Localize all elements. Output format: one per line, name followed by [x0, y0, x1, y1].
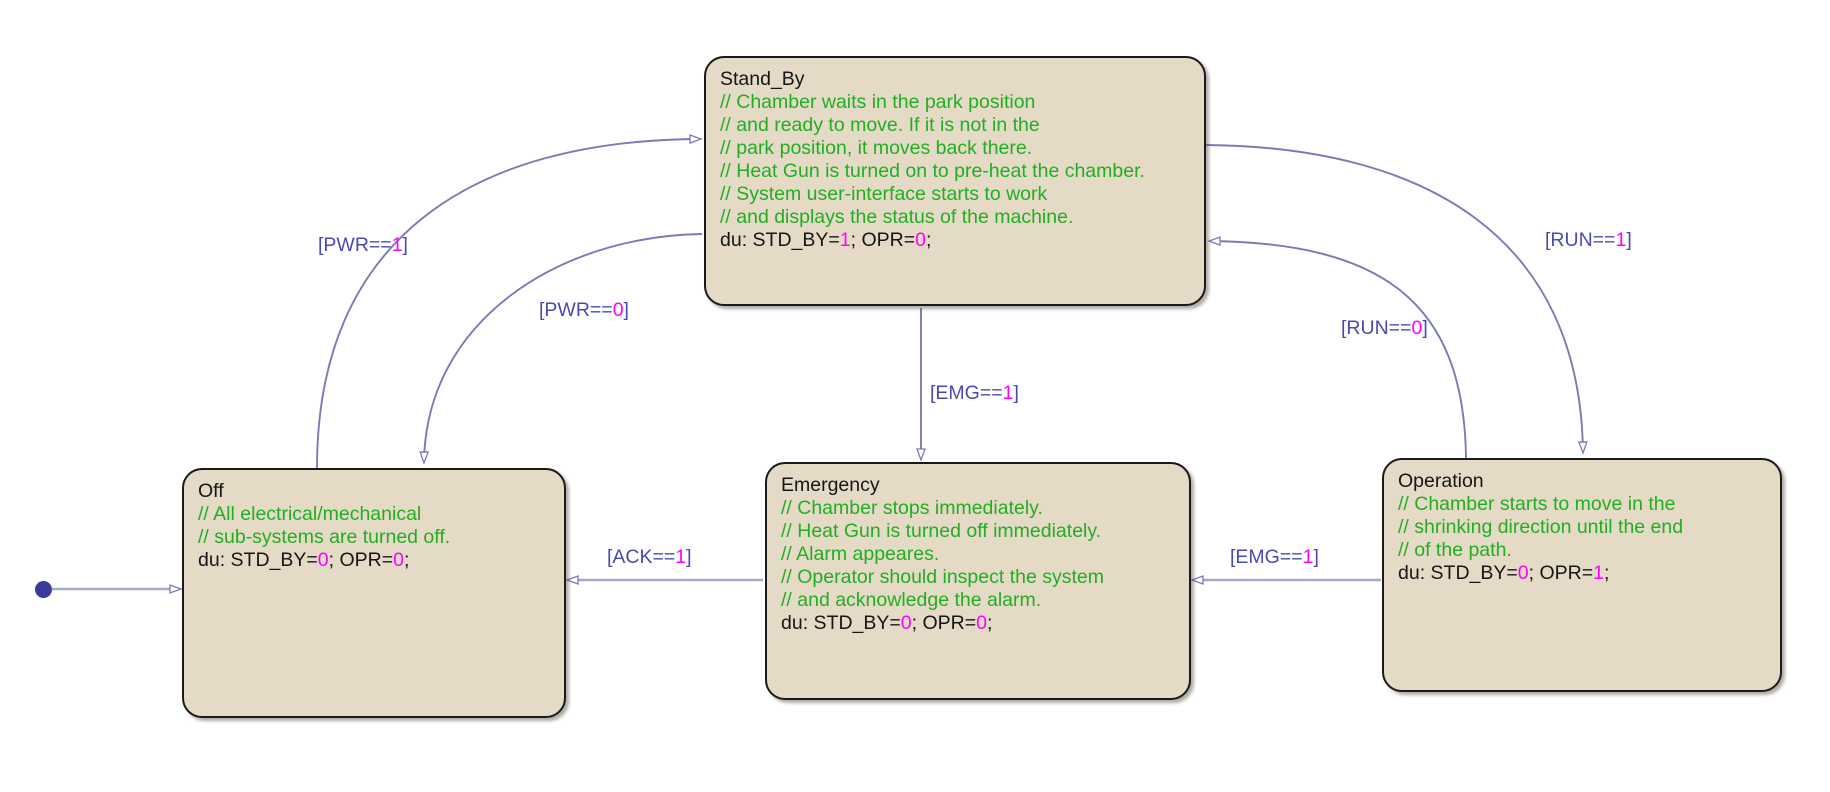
state-operation-comment-2: // of the path. [1398, 539, 1512, 561]
state-emergency[interactable]: Emergency // Chamber stops immediately. … [765, 462, 1191, 700]
action-prefix: du: STD_BY= [781, 612, 901, 634]
state-off[interactable]: Off // All electrical/mechanical // sub-… [182, 468, 566, 718]
state-off-comment-0: // All electrical/mechanical [198, 503, 422, 525]
transition-label-emg-eq-1-standby[interactable]: [EMG==1] [930, 382, 1019, 404]
label-open: [PWR== [539, 299, 613, 321]
state-stand-by-comment-4: // System user-interface starts to work [720, 183, 1048, 205]
state-off-comment-1: // sub-systems are turned off. [198, 526, 451, 548]
state-emergency-comment-1: // Heat Gun is turned off immediately. [781, 520, 1102, 542]
state-emergency-name: Emergency [781, 474, 880, 496]
state-operation-action: du: STD_BY=0; OPR=1; [1398, 562, 1780, 585]
label-value: 0 [612, 299, 624, 321]
label-open: [PWR== [318, 234, 392, 256]
state-stand-by-comment-3: // Heat Gun is turned on to pre-heat the… [720, 160, 1145, 182]
action-value-2: 0 [976, 612, 987, 634]
transition-label-pwr-eq-0[interactable]: [PWR==0] [539, 299, 629, 321]
state-stand-by-comment-2: // park position, it moves back there. [720, 137, 1033, 159]
action-prefix: du: STD_BY= [198, 549, 318, 571]
label-close: ] [1422, 317, 1428, 339]
action-mid: ; OPR= [328, 549, 394, 571]
state-off-action: du: STD_BY=0; OPR=0; [198, 549, 564, 572]
label-open: [ACK== [607, 546, 676, 568]
label-value: 1 [1302, 546, 1314, 568]
state-stand-by-name: Stand_By [720, 68, 805, 90]
label-value: 1 [1615, 229, 1627, 251]
action-value-2: 0 [915, 229, 926, 251]
label-open: [EMG== [1230, 546, 1303, 568]
transition-label-emg-eq-1-operation[interactable]: [EMG==1] [1230, 546, 1319, 568]
state-emergency-comment-0: // Chamber stops immediately. [781, 497, 1043, 519]
label-close: ] [402, 234, 408, 256]
state-stand-by-comment-1: // and ready to move. If it is not in th… [720, 114, 1040, 136]
transition-label-run-eq-0[interactable]: [RUN==0] [1341, 317, 1428, 339]
action-mid: ; OPR= [1528, 562, 1594, 584]
label-close: ] [686, 546, 692, 568]
label-value: 1 [1002, 382, 1014, 404]
action-suffix: ; [1603, 562, 1610, 584]
state-stand-by-action: du: STD_BY=1; OPR=0; [720, 229, 1204, 252]
action-suffix: ; [986, 612, 993, 634]
state-stand-by-comment-5: // and displays the status of the machin… [720, 206, 1074, 228]
label-value: 1 [391, 234, 403, 256]
transition-label-ack-eq-1[interactable]: [ACK==1] [607, 546, 692, 568]
label-value: 0 [1411, 317, 1423, 339]
label-open: [RUN== [1341, 317, 1412, 339]
label-close: ] [1313, 546, 1319, 568]
action-value-1: 0 [1517, 562, 1529, 584]
label-close: ] [1013, 382, 1019, 404]
state-emergency-comment-2: // Alarm appeares. [781, 543, 940, 565]
state-emergency-comment-4: // and acknowledge the alarm. [781, 589, 1042, 611]
edge-off-to-standby [316, 134, 703, 469]
action-value-1: 1 [839, 229, 851, 251]
state-stand-by[interactable]: Stand_By // Chamber waits in the park po… [704, 56, 1206, 306]
state-operation-comment-0: // Chamber starts to move in the [1398, 493, 1676, 515]
state-off-name: Off [198, 480, 224, 502]
initial-state-dot [35, 581, 52, 598]
label-close: ] [623, 299, 629, 321]
action-mid: ; OPR= [911, 612, 977, 634]
edge-standby-to-operation [1205, 144, 1588, 455]
action-suffix: ; [403, 549, 410, 571]
action-prefix: du: STD_BY= [1398, 562, 1518, 584]
label-open: [EMG== [930, 382, 1003, 404]
transition-label-pwr-eq-1[interactable]: [PWR==1] [318, 234, 408, 256]
transition-label-run-eq-1[interactable]: [RUN==1] [1545, 229, 1632, 251]
state-operation[interactable]: Operation // Chamber starts to move in t… [1382, 458, 1782, 692]
state-operation-comment-1: // shrinking direction until the end [1398, 516, 1684, 538]
action-value-1: 0 [317, 549, 329, 571]
action-value-2: 1 [1593, 562, 1604, 584]
label-value: 1 [675, 546, 687, 568]
label-open: [RUN== [1545, 229, 1616, 251]
action-value-1: 0 [900, 612, 912, 634]
action-mid: ; OPR= [850, 229, 916, 251]
action-prefix: du: STD_BY= [720, 229, 840, 251]
state-emergency-action: du: STD_BY=0; OPR=0; [781, 612, 1189, 635]
action-value-2: 0 [393, 549, 404, 571]
label-close: ] [1626, 229, 1632, 251]
state-emergency-comment-3: // Operator should inspect the system [781, 566, 1104, 588]
state-operation-name: Operation [1398, 470, 1484, 492]
edge-operation-to-standby [1207, 236, 1467, 459]
edge-standby-to-off [419, 233, 703, 465]
state-stand-by-comment-0: // Chamber waits in the park position [720, 91, 1036, 113]
action-suffix: ; [925, 229, 932, 251]
